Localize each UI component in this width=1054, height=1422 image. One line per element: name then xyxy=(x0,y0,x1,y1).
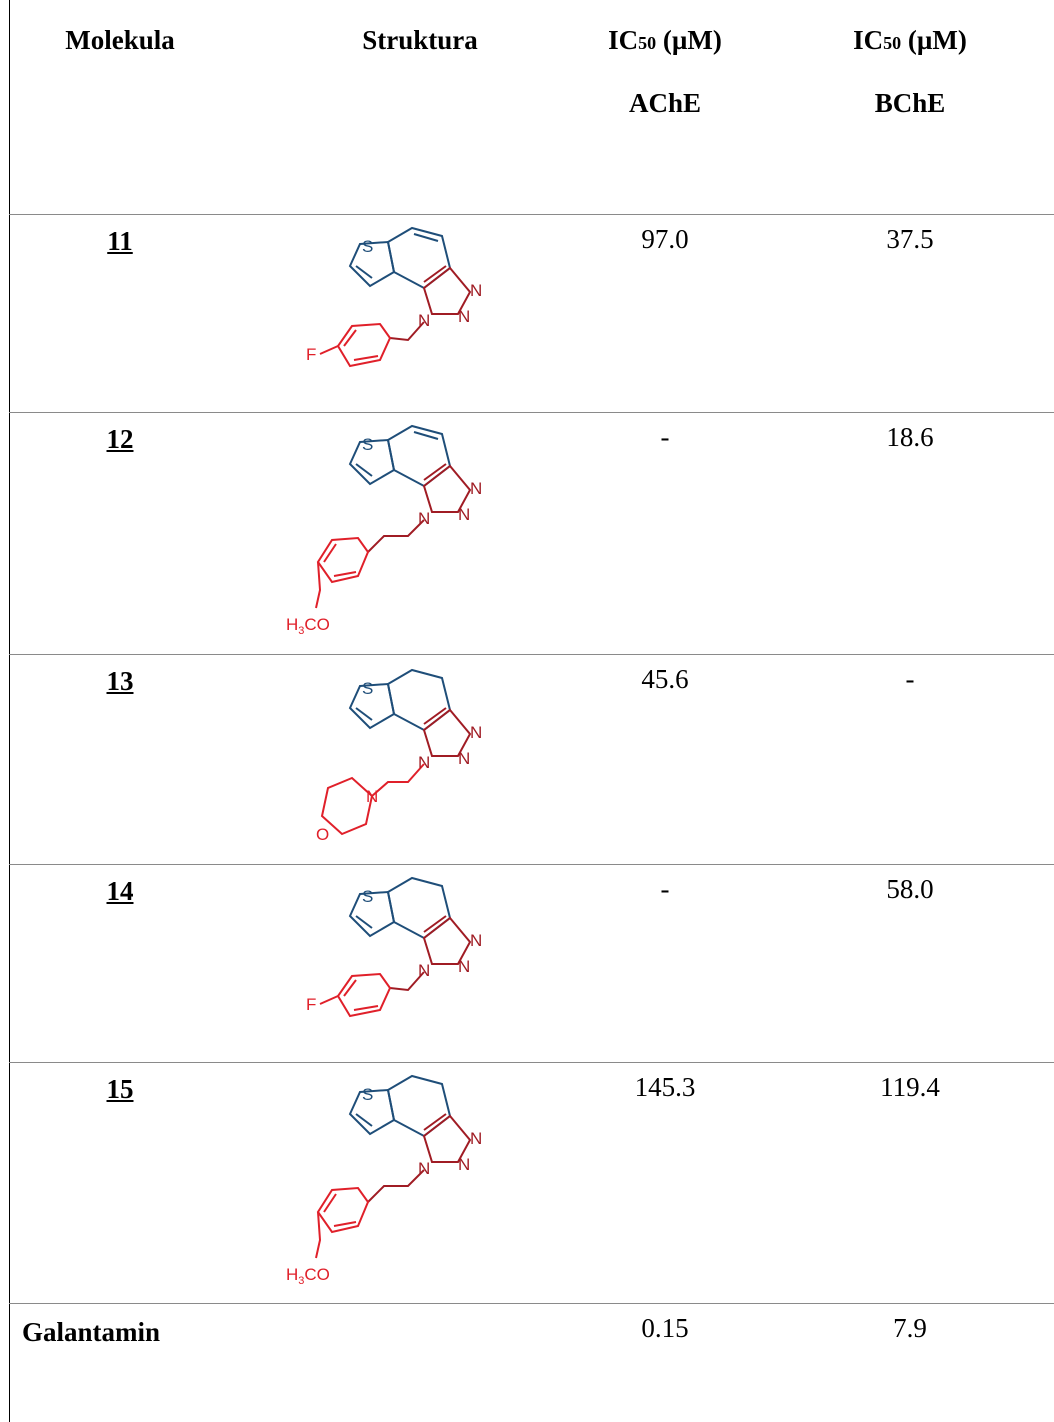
ache-value: 0.15 xyxy=(641,1313,689,1343)
svg-text:N: N xyxy=(470,723,482,742)
molecule-id: 12 xyxy=(106,424,134,454)
svg-text:O: O xyxy=(316,825,329,844)
table-row: 13 45.6 - S N N N N O xyxy=(0,654,1054,864)
table-left-border xyxy=(9,0,10,1422)
table-row: Galantamin 0.15 7.9 xyxy=(0,1303,1054,1422)
reference-name: Galantamin xyxy=(22,1317,161,1347)
ache-value: 97.0 xyxy=(641,224,689,254)
ache-value: 145.3 xyxy=(634,1072,696,1102)
bche-value: 18.6 xyxy=(886,422,934,452)
svg-text:N: N xyxy=(470,479,482,498)
ache-value: - xyxy=(660,422,670,452)
header-bche-label: BChE xyxy=(874,88,946,118)
header-ache-ic50: IC50 (µM) xyxy=(608,25,722,55)
row-divider xyxy=(9,864,1054,865)
svg-text:S: S xyxy=(362,887,373,906)
svg-text:S: S xyxy=(362,679,373,698)
row-divider xyxy=(9,412,1054,413)
header-bche-ic50: IC50 (µM) xyxy=(853,25,967,55)
table-row: 14 - 58.0 S N N N F xyxy=(0,864,1054,1062)
table-row: 15 145.3 119.4 S N N N H3CO xyxy=(0,1062,1054,1304)
svg-text:N: N xyxy=(458,1155,470,1174)
header-struktura: Struktura xyxy=(362,25,478,55)
svg-text:N: N xyxy=(470,281,482,300)
header-bche: IC50 (µM) BChE xyxy=(775,10,1045,133)
bche-value: 119.4 xyxy=(880,1072,940,1102)
bche-value: - xyxy=(905,664,915,694)
svg-text:N: N xyxy=(418,961,430,980)
ache-value: 45.6 xyxy=(641,664,689,694)
svg-text:N: N xyxy=(418,509,430,528)
row-divider xyxy=(9,1062,1054,1063)
header-ache-label: AChE xyxy=(628,88,702,118)
molecule-id: 11 xyxy=(107,226,133,256)
table-row: 12 - 18.6 S N N N H3CO xyxy=(0,412,1054,655)
svg-text:N: N xyxy=(470,1129,482,1148)
header-molekula: Molekula xyxy=(65,25,175,55)
bche-value: 37.5 xyxy=(886,224,934,254)
svg-text:N: N xyxy=(418,753,430,772)
molecule-id: 14 xyxy=(106,876,134,906)
svg-text:N: N xyxy=(418,311,430,330)
svg-text:N: N xyxy=(458,749,470,768)
structure-image: S N N N H3CO xyxy=(286,1074,482,1287)
bche-value: 58.0 xyxy=(886,874,934,904)
molecule-id: 15 xyxy=(106,1074,134,1104)
svg-text:H3CO: H3CO xyxy=(286,1265,330,1287)
row-divider xyxy=(9,654,1054,655)
header-ache: IC50 (µM) AChE xyxy=(530,10,800,133)
structure-image: S N N N H3CO xyxy=(286,424,482,637)
ache-value: - xyxy=(660,874,670,904)
molecule-id: 13 xyxy=(106,666,134,696)
structure-image: S N N N F xyxy=(306,226,482,368)
bche-value: 7.9 xyxy=(893,1313,927,1343)
svg-text:N: N xyxy=(458,307,470,326)
svg-text:F: F xyxy=(306,345,316,364)
svg-text:N: N xyxy=(366,787,378,806)
svg-text:S: S xyxy=(362,1085,373,1104)
svg-text:S: S xyxy=(362,237,373,256)
svg-text:H3CO: H3CO xyxy=(286,615,330,637)
row-divider xyxy=(9,1303,1054,1304)
svg-text:S: S xyxy=(362,435,373,454)
svg-text:N: N xyxy=(418,1159,430,1178)
svg-text:N: N xyxy=(458,957,470,976)
row-divider xyxy=(9,214,1054,215)
structure-image: S N N N F xyxy=(306,876,482,1018)
svg-text:N: N xyxy=(470,931,482,950)
structure-image: S N N N N O xyxy=(316,668,482,844)
svg-text:N: N xyxy=(458,505,470,524)
table-row: 11 97.0 37.5 S N N xyxy=(0,214,1054,414)
svg-text:F: F xyxy=(306,995,316,1014)
